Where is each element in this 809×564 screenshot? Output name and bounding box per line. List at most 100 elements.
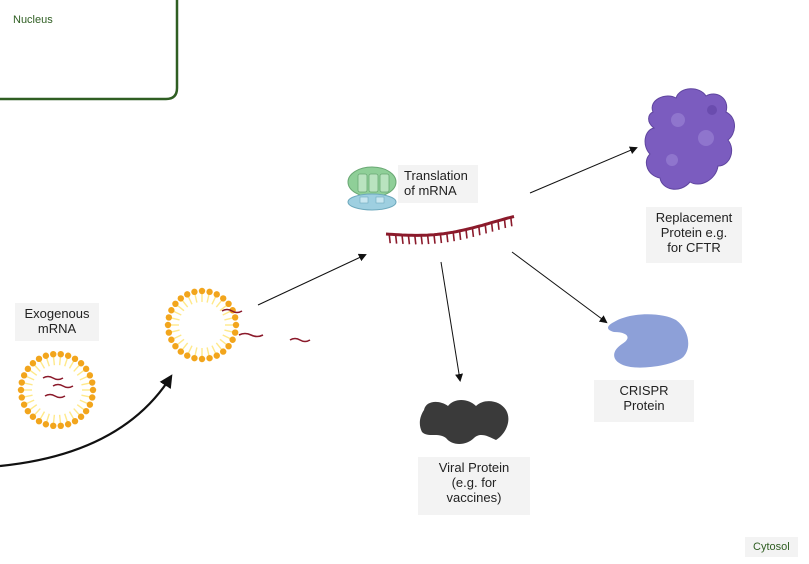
mrna-base (490, 222, 494, 232)
lipid-nanoparticle-cell-icon (164, 287, 243, 363)
lipid-head (191, 288, 198, 296)
lipid-head (206, 354, 213, 362)
replacement-protein-label: Replacement Protein e.g. for CFTR (646, 207, 742, 263)
lipid-nanoparticle-exogenous-icon (17, 350, 97, 430)
mrna-base (401, 234, 404, 245)
lipid-tail (68, 361, 75, 369)
lipid-head (213, 352, 220, 359)
lipid-head (168, 336, 175, 343)
lipid-tail (222, 310, 231, 316)
exogenous-line-1: Exogenous (24, 306, 90, 321)
lipid-tail (171, 317, 180, 321)
lipid-tail (81, 382, 90, 386)
lipid-tail (177, 305, 185, 312)
lipid-tail (73, 408, 80, 415)
released-mrna-icon (289, 337, 311, 343)
replacement-protein-texture (671, 113, 685, 127)
mrna-base (394, 234, 398, 244)
replacement-protein-icon (644, 88, 735, 190)
lipid-tail (24, 382, 33, 386)
lipid-tail (173, 334, 182, 340)
lipid-head (82, 365, 90, 373)
lipid-head (64, 421, 72, 428)
translation-label: Translation of mRNA (398, 165, 478, 203)
lipid-tail (79, 375, 88, 381)
lipid-tail (182, 342, 189, 350)
viral-protein-label: Viral Protein (e.g. for vaccines) (418, 457, 530, 515)
ribosome-icon (347, 166, 397, 211)
lipid-head (231, 329, 239, 336)
lipid-head (50, 350, 57, 358)
lipid-head (172, 300, 179, 308)
lipid-tail (177, 338, 185, 345)
lipid-head (24, 407, 32, 415)
lipid-tail (34, 408, 41, 415)
lipid-head (64, 352, 72, 359)
lipid-head (86, 401, 94, 408)
lipid-tail (68, 411, 75, 419)
viral-line-3: vaccines) (446, 490, 502, 505)
lipid-head (225, 300, 232, 308)
viral-line-2: (e.g. for (451, 475, 497, 490)
lipid-tail (26, 399, 35, 405)
lipid-head (89, 386, 97, 394)
lipid-tail (34, 365, 41, 372)
mrna-base (465, 229, 468, 239)
lipid-tail (52, 357, 56, 366)
exogenous-line-2: mRNA (37, 321, 77, 336)
lipid-tail (81, 394, 90, 398)
lipid-tail (219, 338, 227, 345)
entry-arrow (0, 374, 173, 468)
lipid-tail (187, 296, 193, 305)
lipid-head (164, 321, 172, 329)
lipid-head (219, 295, 227, 302)
lipid-tail (58, 414, 62, 423)
crispr-protein-icon (608, 314, 689, 368)
lipid-tail (224, 317, 233, 321)
mrna-base (478, 226, 481, 236)
lipid-head (177, 348, 185, 355)
released-mrna-icon (238, 332, 264, 338)
lipid-head (177, 295, 185, 302)
lipid-tail (39, 411, 46, 419)
lipid-head (35, 355, 43, 363)
lipid-tail (46, 358, 50, 367)
lipid-head (82, 407, 90, 415)
lipid-head (225, 342, 232, 350)
lipid-head (42, 352, 50, 359)
nucleus-label: Nucleus (13, 14, 53, 26)
lipid-head (71, 417, 79, 425)
lipid-tail (194, 347, 198, 356)
lipid-head (231, 314, 239, 321)
mrna-strand-icon (385, 215, 515, 245)
arrow-to-viral-protein (440, 261, 463, 382)
lipid-head (165, 314, 173, 321)
mrna-base (426, 235, 430, 245)
lipid-head (29, 360, 37, 367)
lipid-head (20, 401, 28, 408)
replacement-protein-texture (698, 130, 714, 146)
exogenous-mrna-label: Exogenous mRNA (15, 303, 99, 341)
lipid-head (42, 421, 50, 428)
lipid-tail (76, 370, 85, 376)
lipid-tail (24, 394, 33, 398)
lipid-head (24, 365, 32, 373)
lipid-tail (64, 358, 68, 367)
cargo-mrna (42, 375, 64, 381)
viral-line-1: Viral Protein (438, 460, 510, 475)
arrow-to-replacement-protein (529, 146, 638, 194)
lipid-head (232, 321, 240, 329)
replacement-protein-texture (707, 105, 717, 115)
mrna-base (439, 233, 443, 244)
lipid-head (219, 348, 227, 355)
lipid-head (89, 379, 96, 386)
lipid-tail (224, 329, 233, 333)
lipid-tail (26, 375, 35, 381)
lipid-tail (182, 300, 189, 308)
cargo-mrna (52, 383, 74, 389)
lipid-head (198, 355, 206, 363)
lipid-tail (215, 342, 222, 350)
lipid-tail (222, 334, 231, 340)
translation-line-2: of mRNA (404, 183, 457, 198)
lipid-head (184, 291, 191, 298)
